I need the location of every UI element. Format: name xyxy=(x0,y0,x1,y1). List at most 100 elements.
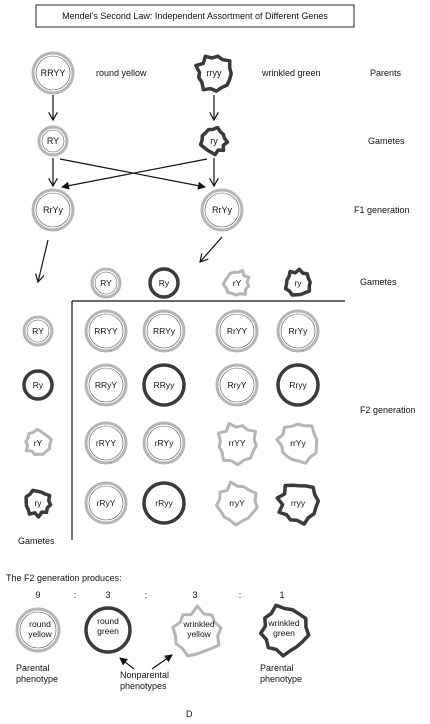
parental-label-2-line-2: phenotype xyxy=(260,674,302,684)
parents-label: Parents xyxy=(370,68,402,78)
column-gamete-ry: ry xyxy=(283,267,312,297)
punnett-cell: RRYY xyxy=(84,309,128,353)
ratio-number-2: 3 xyxy=(105,590,110,600)
square-columns-label: Gametes xyxy=(360,277,397,287)
gamete-right-label: ry xyxy=(210,136,218,146)
column-gamete-rY: rY xyxy=(221,269,251,297)
parent-round-yellow xyxy=(31,51,75,95)
page-glyph: D xyxy=(186,709,193,719)
row-gamete-label: ry xyxy=(34,498,42,508)
punnett-cell-label: Rryy xyxy=(289,380,307,390)
punnett-cell: rryy xyxy=(275,483,321,526)
ratio-number-4: 1 xyxy=(279,590,284,600)
arrow-f1-left xyxy=(38,239,49,282)
parental-label-1-line-1: Parental xyxy=(16,663,50,673)
punnett-cell-label: RrYy xyxy=(289,326,309,336)
punnett-cell: rRYy xyxy=(142,421,186,465)
f1-right xyxy=(200,188,244,232)
arrow-nonparental-right xyxy=(151,654,173,670)
phenotype-4-line-1: wrinkled xyxy=(267,618,299,628)
row-gamete-label: Ry xyxy=(33,380,44,390)
row-gamete-Ry: Ry xyxy=(22,369,54,401)
punnett-cell-label: RrYY xyxy=(227,326,248,336)
phenotype-3-line-1: wrinkled xyxy=(182,619,214,629)
row-gamete-ry: ry xyxy=(24,488,53,519)
parent-right-phenotype: wrinkled green xyxy=(261,68,321,78)
column-gamete-label: Ry xyxy=(159,278,170,288)
phenotype-wrinkled-green xyxy=(258,603,311,658)
phenotype-2-line-1: round xyxy=(97,616,119,626)
arrow-f1-right xyxy=(200,236,223,262)
punnett-cell-label: RRYy xyxy=(153,326,176,336)
parent-left-phenotype: round yellow xyxy=(96,68,147,78)
row-gamete-RY: RY xyxy=(22,315,54,347)
ratio-number-3: 3 xyxy=(192,590,197,600)
gamete-RY xyxy=(37,125,69,157)
gamete-left-label: RY xyxy=(47,136,59,146)
punnett-cell: rRyy xyxy=(142,481,186,525)
punnett-cell: rrYy xyxy=(275,422,319,465)
f1-left xyxy=(31,188,75,232)
title: Mendel's Second Law: Independent Assortm… xyxy=(62,11,328,21)
punnett-cell-label: rrYY xyxy=(229,438,246,448)
f1-label: F1 generation xyxy=(354,205,410,215)
parent-right-genotype: rryy xyxy=(207,68,222,78)
punnett-cell-label: rRYy xyxy=(155,438,174,448)
ratio-separator-3: : xyxy=(239,590,242,600)
parental-label-2-line-1: Parental xyxy=(260,663,294,673)
punnett-cell-label: rRYY xyxy=(96,438,116,448)
gamete-ry xyxy=(198,125,230,157)
column-gamete-RY: RY xyxy=(90,267,122,299)
punnett-cell: rRyY xyxy=(84,481,128,525)
phenotype-1-line-2: yellow xyxy=(28,629,52,639)
punnett-cell: RrYY xyxy=(215,309,259,353)
phenotype-4-line-2: green xyxy=(273,628,295,638)
f2-label: F2 generation xyxy=(360,405,416,415)
punnett-cell-label: RryY xyxy=(228,380,247,390)
parental-label-1-line-2: phenotype xyxy=(16,674,58,684)
column-gamete-label: ry xyxy=(294,278,302,288)
punnett-cell-label: RRYY xyxy=(94,326,118,336)
punnett-cell: Rryy xyxy=(276,363,320,407)
column-gamete-label: RY xyxy=(100,278,112,288)
punnett-cell: RRyY xyxy=(84,363,128,407)
punnett-cell-label: RRyY xyxy=(95,380,118,390)
parent-left-genotype: RRYY xyxy=(41,68,66,78)
punnett-cell: RRyy xyxy=(142,363,186,407)
f1-right-label: RrYy xyxy=(212,205,232,215)
parent-wrinkled-green xyxy=(194,54,233,93)
punnett-cell-label: rryy xyxy=(291,498,306,508)
title-box xyxy=(35,4,355,28)
phenotype-round-green xyxy=(84,606,132,654)
phenotype-round-yellow xyxy=(15,607,61,653)
column-gamete-label: rY xyxy=(233,278,242,288)
punnett-cell-label: RRyy xyxy=(154,380,176,390)
row-gamete-rY: rY xyxy=(24,427,53,456)
punnett-cell-label: rRyY xyxy=(97,498,116,508)
ratio-separator-2: : xyxy=(145,590,148,600)
punnett-cell: RryY xyxy=(215,363,259,407)
nonparental-label-line-2: phenotypes xyxy=(120,681,167,691)
column-gamete-Ry: Ry xyxy=(148,267,180,299)
phenotype-3-line-2: yellow xyxy=(187,629,211,639)
punnett-cell: rryY xyxy=(215,480,259,527)
ratio-separator-1: : xyxy=(74,590,77,600)
gametes-row-label: Gametes xyxy=(368,136,405,146)
ratio-intro: The F2 generation produces: xyxy=(6,573,122,583)
punnett-cell: RRYy xyxy=(142,309,186,353)
arrow-cross-right-to-left xyxy=(61,158,208,190)
f1-left-label: RrYy xyxy=(43,205,63,215)
arrow-nonparental-left xyxy=(119,657,135,670)
punnett-cell: RrYy xyxy=(276,309,320,353)
punnett-cell: rrYY xyxy=(216,421,258,467)
punnett-cell-label: rrYy xyxy=(290,438,306,448)
phenotype-2-line-2: green xyxy=(97,626,119,636)
punnett-cell-label: rRyy xyxy=(155,498,173,508)
ratio-number-1: 9 xyxy=(35,590,40,600)
phenotype-wrinkled-yellow xyxy=(171,604,223,658)
row-gamete-label: rY xyxy=(34,438,43,448)
punnett-cell: rRYY xyxy=(84,421,128,465)
square-rows-label: Gametes xyxy=(18,536,55,546)
